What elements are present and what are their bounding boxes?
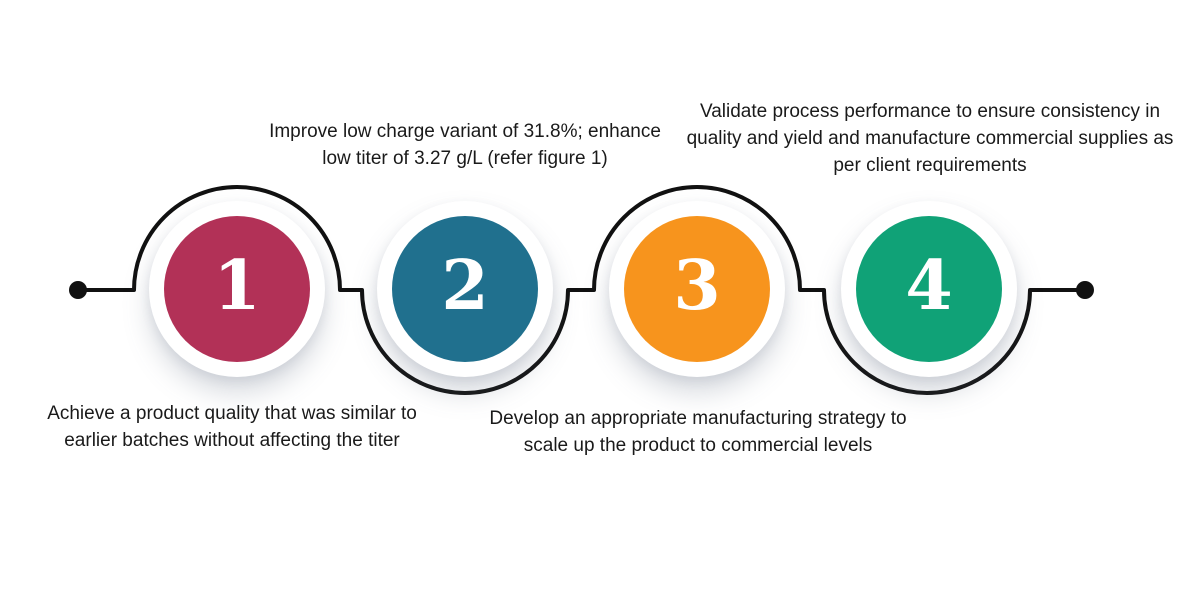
step-1-number: 1: [213, 246, 261, 326]
step-4-caption: Validate process performance to ensure c…: [686, 101, 1174, 176]
step-4-disc: 4: [856, 216, 1002, 362]
wire-endpoint-dot-left: [69, 281, 87, 299]
step-2-disc: 2: [392, 216, 538, 362]
step-3-caption: Develop an appropriate manufacturing str…: [489, 408, 907, 456]
step-2-node: 2: [377, 201, 553, 377]
step-4-node: 4: [841, 201, 1017, 377]
wire-path: [76, 185, 1087, 395]
step-1-node: 1: [149, 201, 325, 377]
step-1-disc: 1: [164, 216, 310, 362]
step-2-caption: Improve low charge variant of 31.8%; enh…: [269, 121, 661, 169]
step-4-number: 4: [905, 246, 953, 326]
step-2-number: 2: [441, 246, 489, 326]
step-3-disc: 3: [624, 216, 770, 362]
step-3-number: 3: [673, 246, 721, 326]
step-3-node: 3: [609, 201, 785, 377]
wire-endpoint-dot-right: [1076, 281, 1094, 299]
step-1-caption: Achieve a product quality that was simil…: [47, 403, 417, 451]
